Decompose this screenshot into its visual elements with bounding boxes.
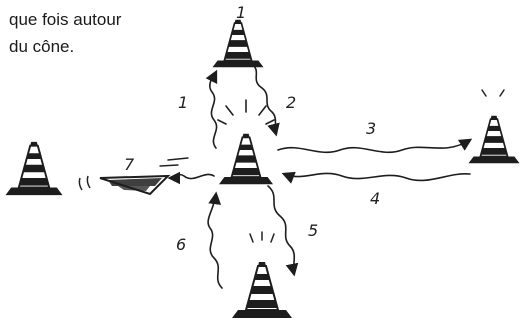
path-6 bbox=[208, 194, 222, 288]
left-cone bbox=[5, 142, 62, 195]
fallen-cone bbox=[79, 176, 168, 194]
path-1 bbox=[210, 72, 217, 148]
path-label-1: 1 bbox=[178, 93, 188, 112]
path-4 bbox=[284, 173, 470, 180]
path-label-5: 5 bbox=[308, 221, 318, 240]
top-cone bbox=[213, 20, 264, 68]
attention-lines-right bbox=[482, 90, 504, 96]
attention-lines-bottom bbox=[250, 232, 274, 242]
path-label-7: 7 bbox=[124, 155, 135, 174]
center-cone bbox=[219, 134, 273, 184]
path-label-3: 3 bbox=[366, 119, 376, 138]
path-7 bbox=[170, 174, 214, 178]
motion-strokes bbox=[160, 158, 188, 166]
right-cone bbox=[469, 116, 520, 164]
path-label-4: 4 bbox=[370, 189, 380, 208]
path-label-2: 2 bbox=[286, 93, 296, 112]
bottom-cone bbox=[232, 262, 292, 318]
path-2 bbox=[252, 64, 276, 134]
path-5 bbox=[268, 186, 294, 274]
path-3 bbox=[278, 140, 470, 152]
attention-lines-center bbox=[218, 100, 274, 124]
top-cone-label: 1 bbox=[236, 3, 246, 22]
path-label-6: 6 bbox=[176, 235, 186, 254]
